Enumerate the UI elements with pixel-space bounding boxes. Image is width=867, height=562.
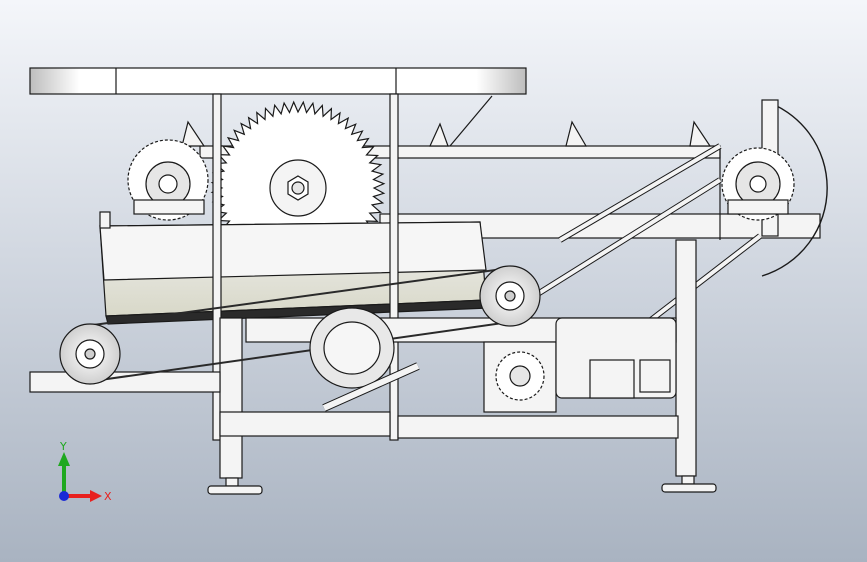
lower-pulley — [309, 307, 395, 389]
coordinate-triad: Y X — [58, 440, 112, 503]
leveling-foot-right — [661, 475, 717, 493]
tension-arm — [322, 362, 420, 412]
frame-posts — [212, 93, 697, 479]
y-axis-label: Y — [59, 440, 67, 453]
left-sprocket — [127, 139, 209, 221]
z-axis-dot — [59, 491, 69, 501]
gearbox — [483, 341, 557, 413]
electric-motor — [555, 317, 677, 399]
blade-guard — [99, 211, 489, 325]
y-axis-arrow-head — [58, 452, 70, 466]
table-top-plate — [29, 67, 527, 95]
right-sprocket — [721, 147, 795, 221]
leveling-foot-left — [207, 477, 263, 495]
x-axis-arrow-head — [90, 490, 102, 502]
drive-belt — [85, 267, 511, 383]
right-drive-wheel — [479, 265, 541, 327]
x-axis-label: X — [104, 490, 112, 503]
left-idler-wheel — [59, 323, 121, 385]
